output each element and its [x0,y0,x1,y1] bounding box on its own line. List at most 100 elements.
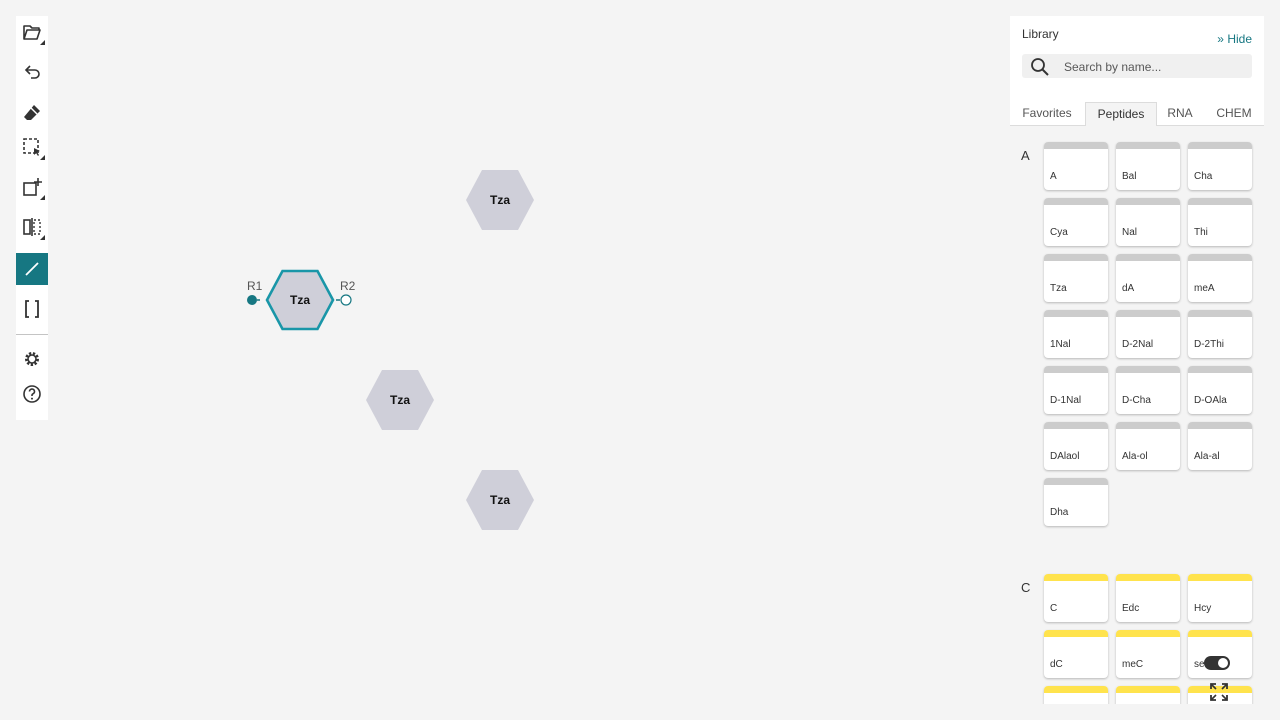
monomer-card[interactable]: meC [1116,630,1180,678]
monomer-card-label: A [1050,171,1057,182]
monomer-card[interactable]: D-Cha [1116,366,1180,414]
monomer-card-label: DAlaol [1050,451,1080,462]
monomer-card[interactable]: 1Nal [1044,310,1108,358]
monomer-card-color-bar [1116,366,1180,373]
add-monomer-icon [23,178,42,196]
monomer-card[interactable]: Bal [1116,142,1180,190]
monomer-card-color-bar [1188,366,1252,373]
monomer-card-color-bar [1116,422,1180,429]
tab-chem[interactable]: CHEM [1216,106,1252,120]
monomer-card[interactable]: D-2Thi [1188,310,1252,358]
monomer-card-color-bar [1116,254,1180,261]
monomer-tza[interactable]: Tza [365,369,435,431]
search-input[interactable] [1062,54,1246,80]
monomer-card[interactable]: Cha [1188,142,1252,190]
monomer-card-color-bar [1044,310,1108,317]
group-letter: A [1021,148,1030,163]
monomer-card-label: D-1Nal [1050,395,1082,406]
tab-rna[interactable]: RNA [1167,106,1193,120]
monomer-card[interactable]: Cya [1044,198,1108,246]
hide-label: Hide [1227,32,1252,46]
brackets-button[interactable] [16,293,48,325]
monomer-card-color-bar [1044,198,1108,205]
settings-icon [25,352,39,366]
monomer-tza-selected[interactable]: Tza [265,269,335,331]
help-button[interactable] [16,378,48,410]
monomer-card[interactable]: A [1044,142,1108,190]
monomer-label: Tza [489,493,510,507]
left-toolbar [16,16,48,420]
monomer-card[interactable]: se [1188,630,1252,678]
attachment-point-label-r2: R2 [340,279,356,293]
monomer-card[interactable]: dA [1116,254,1180,302]
open-file-icon [23,25,41,40]
monomer-label: Tza [289,293,310,307]
settings-button[interactable] [16,343,48,375]
brackets-icon [25,300,39,318]
monomer-tza[interactable]: Tza [465,169,535,231]
monomer-card[interactable]: D-OAla [1188,366,1252,414]
monomer-card-label: D-2Nal [1122,339,1154,350]
monomer-label: Tza [389,393,410,407]
monomer-card-color-bar [1044,422,1108,429]
monomer-card[interactable]: meA [1188,254,1252,302]
single-bond-button[interactable] [16,253,48,285]
monomer-card[interactable]: Edc [1116,574,1180,622]
monomer-tza[interactable]: Tza [465,469,535,531]
theme-toggle[interactable] [1204,656,1230,670]
add-monomer-button[interactable] [16,171,48,203]
hide-library-button[interactable]: » Hide [1217,32,1252,46]
monomer-card[interactable]: Ala-al [1188,422,1252,470]
monomer-card[interactable] [1116,686,1180,704]
select-rectangle-icon [23,138,40,156]
monomer-card[interactable]: Hcy [1188,574,1252,622]
monomer-card-label: D-OAla [1194,395,1227,406]
undo-icon [24,65,40,79]
monomer-card-color-bar [1188,574,1252,581]
attachment-point-r2[interactable] [336,294,354,306]
library-search [1022,54,1252,80]
monomer-card-color-bar [1044,366,1108,373]
attachment-point-r1[interactable] [246,294,260,306]
tab-favorites[interactable]: Favorites [1022,106,1072,120]
eraser-icon [24,105,40,120]
monomer-card[interactable]: DAlaol [1044,422,1108,470]
monomer-card-color-bar [1116,142,1180,149]
attachment-point-label-r1: R1 [247,279,263,293]
monomer-card-label: Nal [1122,227,1138,238]
undo-button[interactable] [16,56,48,88]
editor-canvas[interactable]: Tza R1 R2 Tza Tza Tza [60,0,1000,720]
monomer-card-label: dA [1122,283,1135,294]
eraser-button[interactable] [16,97,48,129]
monomer-card-label: Thi [1194,227,1208,238]
toggle-knob [1218,658,1228,668]
monomer-card[interactable]: dC [1044,630,1108,678]
monomer-card-label: Cha [1194,171,1213,182]
monomer-card-color-bar [1188,142,1252,149]
fullscreen-icon[interactable] [1209,682,1229,702]
monomer-card-color-bar [1044,478,1108,485]
monomer-label: Tza [489,193,510,207]
library-panel: Library » Hide Favorites Peptides RNA CH… [1010,16,1264,704]
monomer-card-label: dC [1050,659,1063,670]
monomer-card[interactable]: Nal [1116,198,1180,246]
open-file-button[interactable] [16,16,48,48]
flip-button[interactable] [16,211,48,243]
select-rectangle-button[interactable] [16,131,48,163]
monomer-card[interactable]: D-2Nal [1116,310,1180,358]
monomer-card-label: se [1194,659,1205,670]
monomer-card-color-bar [1044,142,1108,149]
monomer-card[interactable]: Thi [1188,198,1252,246]
monomer-card[interactable]: C [1044,574,1108,622]
monomer-card[interactable]: Ala-ol [1116,422,1180,470]
flip-icon [23,218,41,236]
monomer-card[interactable]: Tza [1044,254,1108,302]
monomer-card-label: Dha [1050,507,1069,518]
monomer-card-label: D-2Thi [1194,339,1225,350]
monomer-card[interactable] [1044,686,1108,704]
monomer-card[interactable]: D-1Nal [1044,366,1108,414]
monomer-card-label: meA [1194,283,1215,294]
monomer-card[interactable]: Dha [1044,478,1108,526]
tab-peptides[interactable]: Peptides [1085,102,1157,126]
monomer-card[interactable] [1188,686,1252,704]
